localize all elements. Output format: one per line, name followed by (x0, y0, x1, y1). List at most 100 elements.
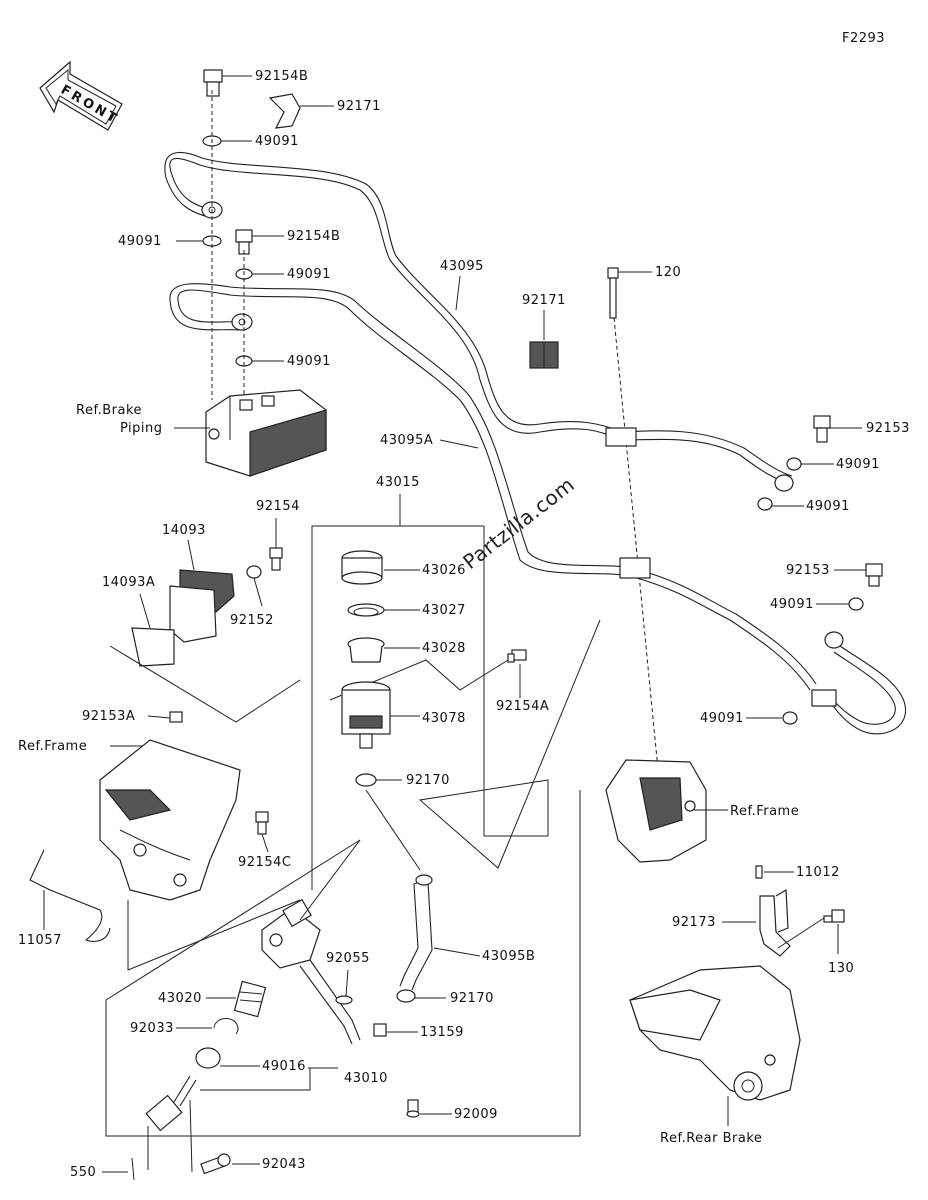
label-92171-top[interactable]: 92171 (337, 99, 381, 114)
cotter-pin-550[interactable] (131, 1157, 135, 1181)
label-11057[interactable]: 11057 (18, 933, 62, 948)
frame-bracket-left (99, 739, 241, 901)
bolt-92154[interactable] (269, 547, 283, 571)
label-13159[interactable]: 13159 (420, 1025, 464, 1040)
label-92170-b[interactable]: 92170 (450, 991, 494, 1006)
circlip-92033[interactable] (213, 1018, 239, 1035)
label-120[interactable]: 120 (655, 265, 681, 280)
washer-49091-g[interactable] (848, 597, 864, 611)
label-43078[interactable]: 43078 (422, 711, 466, 726)
cover-14093[interactable] (131, 569, 235, 667)
bolt-120[interactable] (607, 267, 619, 319)
label-92154B-mid[interactable]: 92154B (287, 229, 340, 244)
label-49091-c[interactable]: 49091 (287, 267, 331, 282)
label-43015[interactable]: 43015 (376, 475, 420, 490)
label-43095A[interactable]: 43095A (380, 433, 433, 448)
diaphragm-43028[interactable] (347, 637, 385, 663)
rear-banjo-assembly (811, 631, 906, 735)
label-92055[interactable]: 92055 (326, 951, 370, 966)
label-92171-mid[interactable]: 92171 (522, 293, 566, 308)
pin-11012[interactable] (755, 865, 763, 879)
master-cylinder (261, 898, 361, 1045)
washer-49091-f[interactable] (757, 497, 773, 511)
clevis-pin-92043[interactable] (200, 1153, 231, 1175)
bolt-130[interactable] (823, 909, 845, 923)
clip-92171-top[interactable] (268, 93, 301, 129)
label-43020[interactable]: 43020 (158, 991, 202, 1006)
frame-section-right (605, 759, 707, 863)
label-43010[interactable]: 43010 (344, 1071, 388, 1086)
label-92153-b[interactable]: 92153 (786, 563, 830, 578)
front-arrow-icon: FRONT (39, 60, 123, 131)
ref-brake-piping-line2[interactable]: Piping (120, 421, 163, 436)
label-11012[interactable]: 11012 (796, 865, 840, 880)
label-49091-b[interactable]: 49091 (118, 234, 162, 249)
bolt-92153A[interactable] (169, 711, 183, 723)
label-14093A[interactable]: 14093A (102, 575, 155, 590)
ref-frame-right[interactable]: Ref.Frame (730, 804, 799, 819)
label-92170-a[interactable]: 92170 (406, 773, 450, 788)
spring-11057[interactable] (29, 849, 111, 943)
label-49091-g[interactable]: 49091 (770, 597, 814, 612)
ref-frame-left[interactable]: Ref.Frame (18, 739, 87, 754)
label-43028[interactable]: 43028 (422, 641, 466, 656)
hose-43095[interactable] (169, 157, 791, 484)
label-92154C[interactable]: 92154C (238, 855, 291, 870)
label-130[interactable]: 130 (828, 961, 854, 976)
hose-43095A[interactable] (177, 289, 811, 691)
label-49091-h[interactable]: 49091 (700, 711, 744, 726)
hose-top-fitting (415, 874, 433, 886)
label-92043[interactable]: 92043 (262, 1157, 306, 1172)
bolt-92154C[interactable] (255, 811, 269, 835)
ref-brake-piping-line1[interactable]: Ref.Brake (76, 403, 142, 418)
label-49091-e[interactable]: 49091 (836, 457, 880, 472)
piston-43020[interactable] (233, 980, 267, 1018)
reservoir-cap-43026[interactable] (341, 550, 383, 585)
washer-49091-e[interactable] (786, 457, 802, 471)
label-550[interactable]: 550 (70, 1165, 96, 1180)
label-49091-f[interactable]: 49091 (806, 499, 850, 514)
label-43095B[interactable]: 43095B (482, 949, 535, 964)
clamp-92170-b[interactable] (396, 989, 416, 1003)
washer-92152[interactable] (246, 565, 262, 579)
label-92153A[interactable]: 92153A (82, 709, 135, 724)
label-49016[interactable]: 49016 (262, 1059, 306, 1074)
label-92153-a[interactable]: 92153 (866, 421, 910, 436)
hose-clamp-upper (605, 427, 637, 447)
clip-92171-mid[interactable] (529, 341, 559, 369)
label-92154B-top[interactable]: 92154B (255, 69, 308, 84)
hose-clamp-lower (619, 557, 651, 579)
bolt-92154A[interactable] (507, 649, 527, 663)
label-43095[interactable]: 43095 (440, 259, 484, 274)
label-43027[interactable]: 43027 (422, 603, 466, 618)
label-92154[interactable]: 92154 (256, 499, 300, 514)
label-92173[interactable]: 92173 (672, 915, 716, 930)
label-43026[interactable]: 43026 (422, 563, 466, 578)
banjo-bolt-92153-b[interactable] (865, 563, 883, 587)
abs-unit (205, 389, 327, 477)
label-49091-d[interactable]: 49091 (287, 354, 331, 369)
boot-49016[interactable] (195, 1047, 221, 1069)
label-92009[interactable]: 92009 (454, 1107, 498, 1122)
label-92154A[interactable]: 92154A (496, 699, 549, 714)
ref-rear-brake[interactable]: Ref.Rear Brake (660, 1131, 762, 1146)
banjo-bolt-92153-a[interactable] (813, 415, 831, 443)
label-92152[interactable]: 92152 (230, 613, 274, 628)
joint-13159[interactable] (373, 1023, 387, 1037)
banjo-bolt-92154B-top[interactable] (203, 69, 223, 97)
bolt-92009[interactable] (406, 1099, 420, 1118)
pushrod-assembly (145, 1075, 197, 1132)
label-92033[interactable]: 92033 (130, 1021, 174, 1036)
figure-code: F2293 (842, 31, 885, 46)
clamp-92170-a[interactable] (355, 773, 377, 787)
banjo-fitting-lower (231, 313, 253, 331)
plate-43027[interactable] (347, 603, 385, 617)
bracket-92173[interactable] (759, 888, 791, 957)
banjo-fitting-right (774, 474, 794, 492)
label-49091-a[interactable]: 49091 (255, 134, 299, 149)
oring-92055[interactable] (335, 995, 353, 1005)
reservoir-43078[interactable] (341, 681, 391, 749)
label-14093[interactable]: 14093 (162, 523, 206, 538)
washer-49091-h[interactable] (782, 711, 798, 725)
